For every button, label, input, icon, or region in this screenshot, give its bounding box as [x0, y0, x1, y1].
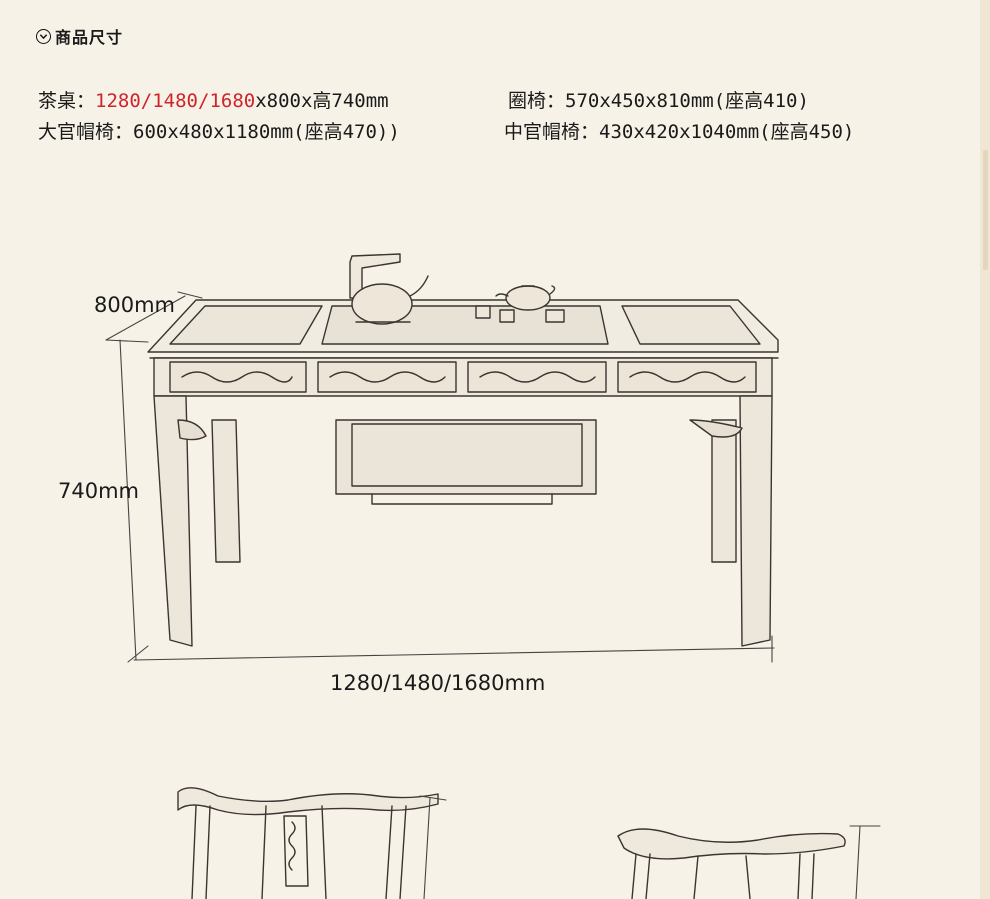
tea-table-size-3: 1680	[209, 90, 256, 112]
tea-table-dims: x800x高740mm	[255, 90, 389, 112]
round-chair-spec: 圈椅：570x450x810mm(座高410)	[508, 90, 809, 112]
size-separator: /	[140, 90, 153, 112]
scrollbar[interactable]	[980, 0, 990, 899]
size-separator: /	[198, 90, 210, 112]
large-official-chair-illustration	[177, 787, 447, 899]
height-dimension-label: 740mm	[58, 479, 139, 503]
tea-table-illustration	[147, 253, 779, 647]
medium-official-chair-illustration	[617, 825, 881, 899]
chevron-down-icon[interactable]	[36, 28, 51, 44]
length-dimension-label: 1280/1480/1680mm	[330, 671, 545, 695]
section-title: 商品尺寸	[55, 28, 124, 47]
depth-dimension-label: 800mm	[94, 293, 175, 317]
tea-table-label: 茶桌：	[38, 90, 96, 112]
scrollbar-thumb[interactable]	[983, 150, 988, 270]
tea-table-size-2: 1480	[152, 90, 198, 112]
tea-table-spec: 茶桌：1280/1480/1680x800x高740mm	[38, 90, 389, 112]
section-header: 商品尺寸	[36, 24, 123, 48]
medium-official-chair-spec: 中官帽椅：430x420x1040mm(座高450)	[504, 121, 855, 143]
large-official-chair-spec: 大官帽椅：600x480x1180mm(座高470))	[38, 121, 400, 143]
dimension-lines	[105, 291, 775, 663]
tea-table-size-1: 1280	[95, 90, 141, 112]
spec-list: 茶桌：1280/1480/1680x800x高740mm 圈椅：570x450x…	[38, 86, 854, 148]
